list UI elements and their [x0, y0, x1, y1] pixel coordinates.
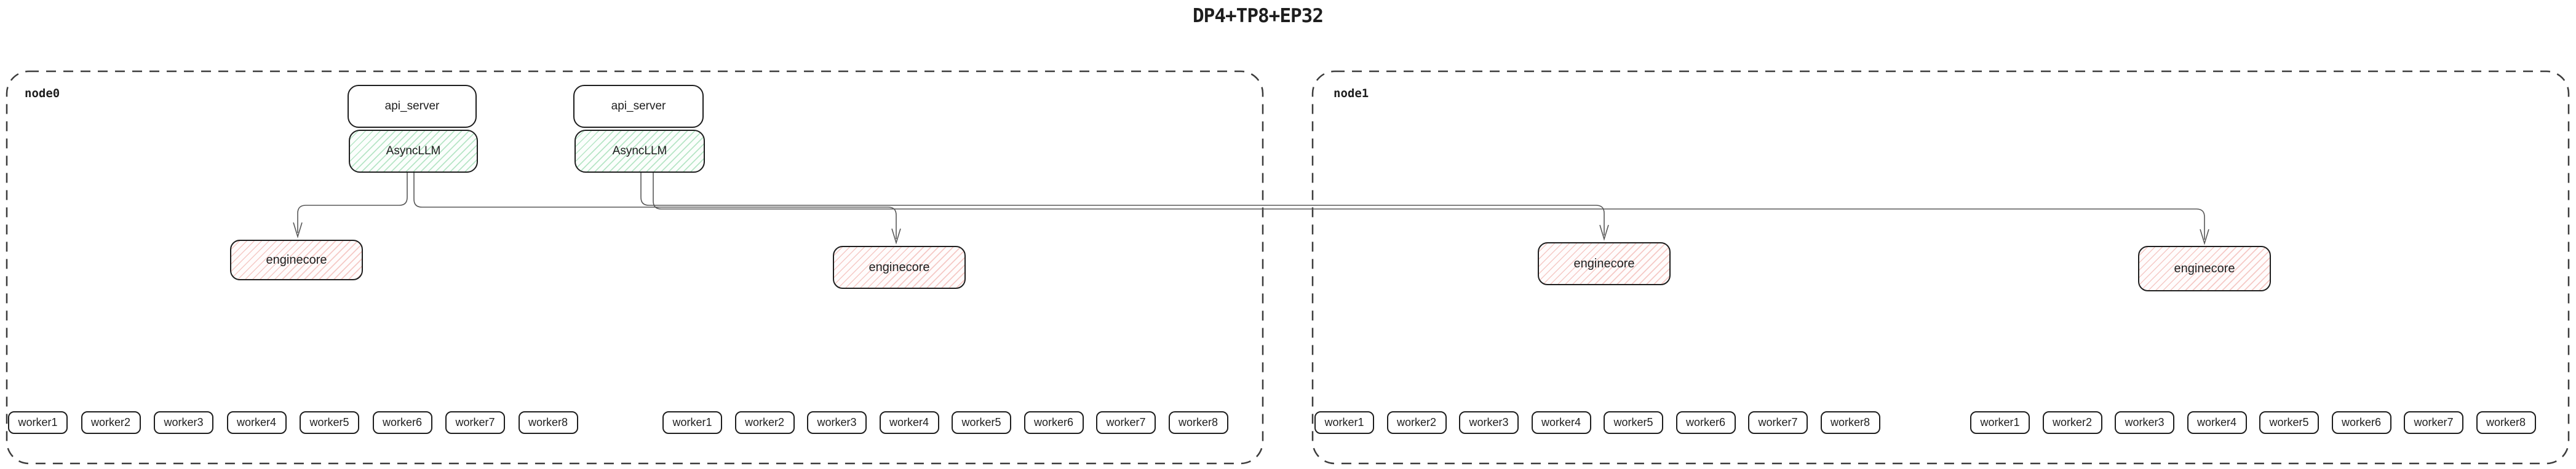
worker-box: worker1 [1970, 411, 2030, 434]
arrowhead-enginecore1 [293, 222, 303, 238]
edge-asyncllm2-enginecore3 [640, 173, 1605, 235]
worker-box: worker8 [2476, 411, 2536, 434]
worker-label: worker1 [1980, 416, 2020, 428]
worker-box: worker4 [2187, 411, 2247, 434]
worker-box: worker6 [372, 411, 432, 434]
worker-box: worker6 [1024, 411, 1084, 434]
node0-label: node0 [25, 87, 60, 100]
worker-label: worker6 [1685, 416, 1726, 428]
worker-label: worker3 [2125, 416, 2165, 428]
worker-row-node1-group1: worker1 worker2 worker3 worker4 worker5 … [1314, 411, 1880, 434]
worker-label: worker7 [1758, 416, 1798, 428]
worker-label: worker8 [1830, 416, 1870, 428]
edge-asyncllm1-enginecore2 [413, 173, 897, 239]
api-server-box-1: api_server [348, 85, 477, 128]
worker-label: worker5 [2269, 416, 2309, 428]
enginecore-label: enginecore [2174, 261, 2235, 275]
worker-label: worker6 [1033, 416, 1074, 428]
worker-label: worker4 [889, 416, 929, 428]
worker-box: worker5 [952, 411, 1011, 434]
worker-box: worker8 [518, 411, 578, 434]
enginecore-box-3: enginecore [1538, 242, 1671, 285]
enginecore-box-1: enginecore [230, 240, 363, 280]
worker-label: worker5 [1613, 416, 1653, 428]
api-server-label: api_server [611, 100, 666, 112]
enginecore-label: enginecore [1573, 256, 1635, 270]
worker-row-node0-group1: worker1 worker2 worker3 worker4 worker5 … [8, 411, 578, 434]
worker-box: worker4 [226, 411, 287, 434]
worker-label: worker2 [90, 416, 131, 428]
worker-row-node1-group2: worker1 worker2 worker3 worker4 worker5 … [1970, 411, 2536, 434]
worker-box: worker3 [1459, 411, 1519, 434]
worker-box: worker8 [1168, 411, 1228, 434]
worker-box: worker4 [1531, 411, 1591, 434]
worker-box: worker1 [8, 411, 68, 434]
worker-label: worker7 [455, 416, 495, 428]
worker-label: worker3 [817, 416, 857, 428]
worker-label: worker7 [2414, 416, 2454, 428]
worker-box: worker6 [2331, 411, 2391, 434]
arrowhead-enginecore2 [891, 228, 901, 245]
worker-box: worker4 [879, 411, 939, 434]
worker-label: worker8 [2486, 416, 2526, 428]
worker-box: worker7 [2404, 411, 2463, 434]
worker-box: worker5 [300, 411, 359, 434]
node1-boundary [1311, 70, 2570, 465]
worker-label: worker6 [2341, 416, 2382, 428]
worker-box: worker7 [445, 411, 505, 434]
api-server-box-2: api_server [573, 85, 704, 128]
worker-box: worker6 [1676, 411, 1736, 434]
enginecore-box-4: enginecore [2138, 246, 2271, 291]
worker-label: worker7 [1106, 416, 1146, 428]
edge-asyncllm2-enginecore4 [653, 173, 2205, 240]
worker-box: worker5 [1604, 411, 1663, 434]
worker-box: worker7 [1096, 411, 1156, 434]
enginecore-box-2: enginecore [833, 246, 966, 289]
worker-box: worker1 [1314, 411, 1374, 434]
worker-box: worker2 [81, 411, 141, 434]
worker-label: worker3 [164, 416, 204, 428]
worker-box: worker2 [734, 411, 795, 434]
worker-box: worker1 [662, 411, 722, 434]
api-server-label: api_server [384, 100, 440, 112]
asyncllm-box-2: AsyncLLM [574, 130, 705, 173]
arrowhead-enginecore3 [1599, 224, 1609, 241]
enginecore-label: enginecore [869, 260, 930, 274]
worker-label: worker4 [236, 416, 277, 428]
diagram-title: DP4+TP8+EP32 [1193, 5, 1324, 27]
worker-box: worker2 [1386, 411, 1447, 434]
worker-row-node0-group2: worker1 worker2 worker3 worker4 worker5 … [662, 411, 1228, 434]
worker-label: worker3 [1469, 416, 1509, 428]
edge-asyncllm1-enginecore1 [297, 173, 408, 233]
worker-label: worker4 [1541, 416, 1581, 428]
worker-label: worker8 [528, 416, 568, 428]
worker-box: worker3 [807, 411, 867, 434]
worker-label: worker2 [2052, 416, 2093, 428]
worker-box: worker7 [1748, 411, 1808, 434]
arrowhead-enginecore4 [2200, 229, 2209, 245]
node0-boundary [6, 70, 1264, 465]
worker-box: worker8 [1820, 411, 1880, 434]
enginecore-label: enginecore [266, 253, 327, 267]
node1-label: node1 [1334, 87, 1369, 100]
worker-label: worker2 [1396, 416, 1437, 428]
worker-box: worker2 [2042, 411, 2102, 434]
asyncllm-box-1: AsyncLLM [349, 130, 478, 173]
worker-label: worker5 [309, 416, 349, 428]
worker-label: worker6 [382, 416, 423, 428]
worker-label: worker1 [18, 416, 58, 428]
worker-box: worker5 [2259, 411, 2319, 434]
worker-label: worker1 [672, 416, 712, 428]
worker-box: worker3 [154, 411, 213, 434]
worker-label: worker1 [1324, 416, 1364, 428]
worker-label: worker8 [1178, 416, 1218, 428]
worker-label: worker2 [744, 416, 785, 428]
worker-label: worker4 [2196, 416, 2237, 428]
worker-label: worker5 [961, 416, 1001, 428]
asyncllm-label: AsyncLLM [612, 144, 667, 157]
asyncllm-label: AsyncLLM [386, 144, 441, 157]
worker-box: worker3 [2115, 411, 2174, 434]
